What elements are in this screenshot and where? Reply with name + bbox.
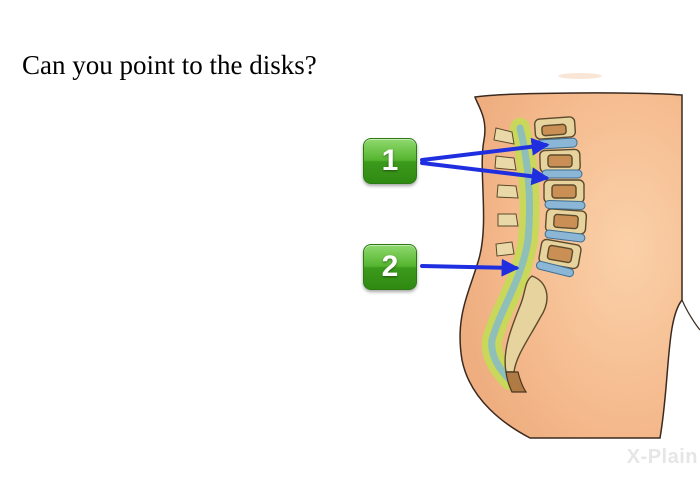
back-skin-line — [682, 300, 700, 330]
skin-highlight — [558, 73, 602, 79]
brand-logo: X-Plain — [627, 446, 698, 469]
answer-button-2[interactable]: 2 — [363, 244, 417, 290]
arrow-2 — [422, 266, 516, 268]
answer-button-1[interactable]: 1 — [363, 138, 417, 184]
